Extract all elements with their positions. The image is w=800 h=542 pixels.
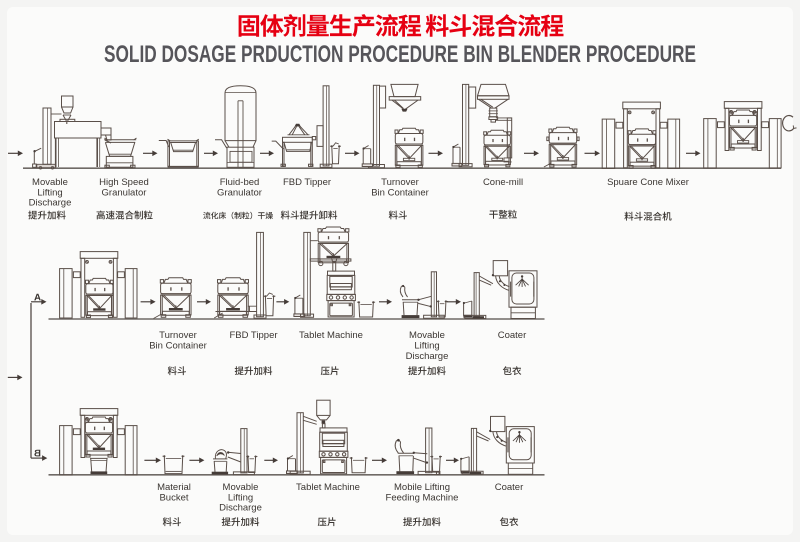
svg-text:Lifting: Lifting <box>37 187 62 198</box>
svg-text:Material: Material <box>157 482 191 493</box>
svg-text:Discharge: Discharge <box>406 351 449 362</box>
svg-text:Movable: Movable <box>32 177 68 188</box>
svg-text:Fluid-bed: Fluid-bed <box>220 177 260 188</box>
svg-text:Bucket: Bucket <box>159 492 188 503</box>
svg-text:Mobile Lifting: Mobile Lifting <box>394 482 450 493</box>
svg-text:Tablet Machine: Tablet Machine <box>296 482 360 493</box>
svg-text:Tablet Machine: Tablet Machine <box>299 330 363 341</box>
svg-text:Turnover: Turnover <box>159 330 197 341</box>
svg-text:Discharge: Discharge <box>219 503 262 514</box>
svg-text:Lifting: Lifting <box>228 492 253 503</box>
svg-text:Granulator: Granulator <box>217 187 262 198</box>
svg-text:High Speed: High Speed <box>99 177 149 188</box>
svg-text:Movable: Movable <box>409 330 445 341</box>
svg-text:Bin Container: Bin Container <box>371 187 429 198</box>
svg-text:Coater: Coater <box>495 482 524 493</box>
svg-text:Movable: Movable <box>223 482 259 493</box>
svg-text:Cone-mill: Cone-mill <box>483 177 523 188</box>
svg-text:Spuare Cone Mixer: Spuare Cone Mixer <box>607 177 689 188</box>
svg-text:Turnover: Turnover <box>381 177 419 188</box>
svg-text:FBD Tipper: FBD Tipper <box>283 177 331 188</box>
svg-text:Lifting: Lifting <box>414 341 439 352</box>
svg-text:Discharge: Discharge <box>29 198 72 209</box>
svg-text:Bin Container: Bin Container <box>149 341 207 352</box>
svg-text:Feeding Machine: Feeding Machine <box>386 492 459 503</box>
svg-text:FBD Tipper: FBD Tipper <box>229 330 277 341</box>
svg-text:Granulator: Granulator <box>102 187 147 198</box>
svg-text:SOLID DOSAGE PRDUCTION PROCEDU: SOLID DOSAGE PRDUCTION PROCEDURE BIN BLE… <box>104 41 696 68</box>
svg-text:Coater: Coater <box>498 330 527 341</box>
